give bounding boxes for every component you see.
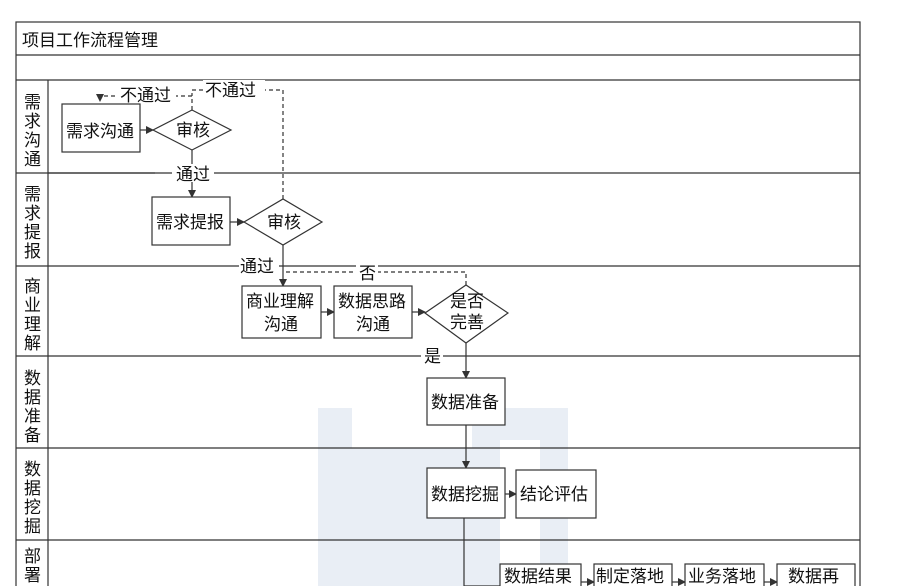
swimlane-frame — [15, 21, 861, 586]
node-business-landing: 业务落地 — [684, 563, 765, 586]
lane-1-char-2: 求 — [24, 112, 41, 132]
node-conclusion-evaluation-label: 结论评估 — [520, 485, 588, 505]
node-review-2-label: 审核 — [267, 213, 301, 233]
node-data-mining: 数据挖掘 — [426, 467, 506, 519]
node-data-mining-label: 数据挖掘 — [431, 485, 499, 505]
lane-5-char-2: 据 — [24, 479, 41, 499]
lane-4-char-2: 据 — [24, 388, 41, 408]
label-not-pass-1: 不通过 — [120, 86, 171, 106]
node-data-approach: 数据思路 沟通 — [333, 285, 413, 339]
lane-2-char-2: 求 — [24, 204, 41, 224]
lane-3-char-1: 商 — [24, 277, 41, 297]
node-requirement-communication-label: 需求沟通 — [66, 122, 134, 142]
node-data-approach-label-1: 数据思路 — [338, 292, 406, 312]
label-yes: 是 — [424, 347, 441, 367]
node-data-again: 数据再 — [776, 563, 856, 586]
node-data-results: 数据结果 — [499, 563, 582, 586]
lane-2-char-4: 报 — [24, 242, 41, 262]
node-requirement-submission-label: 需求提报 — [156, 213, 224, 233]
lane-2-char-1: 需 — [24, 185, 41, 205]
node-is-complete: 是否 完善 — [423, 284, 510, 344]
label-pass-2: 通过 — [240, 257, 274, 277]
node-data-results-label: 数据结果 — [504, 567, 572, 586]
node-business-understanding-label-2: 沟通 — [264, 315, 298, 335]
lane-4-char-3: 准 — [24, 407, 41, 427]
lane-4-char-1: 数 — [24, 369, 41, 389]
process-nodes: 需求沟通 审核 需求提报 审核 商业理解 沟通 数据思路 沟通 是否 完善 — [61, 103, 856, 586]
node-data-preparation: 数据准备 — [426, 377, 506, 426]
lane-6-char-2: 署 — [24, 566, 41, 586]
lane-1-char-4: 通 — [24, 150, 41, 170]
node-requirement-submission: 需求提报 — [151, 196, 231, 246]
lane-3-char-2: 业 — [24, 296, 41, 316]
connector-labels: 不通过 不通过 通过 通过 否 是 — [118, 80, 443, 367]
lane-5-char-3: 挖 — [24, 498, 41, 518]
lane-4-char-4: 备 — [24, 426, 41, 446]
node-data-again-label: 数据再 — [788, 567, 839, 586]
lane-2-char-3: 提 — [24, 223, 41, 243]
node-data-preparation-label: 数据准备 — [431, 393, 499, 413]
lane-3-char-4: 解 — [24, 334, 41, 354]
label-not-pass-2: 不通过 — [205, 81, 256, 101]
node-is-complete-label-2: 完善 — [450, 313, 484, 333]
node-data-approach-label-2: 沟通 — [356, 315, 390, 335]
node-requirement-communication: 需求沟通 — [61, 103, 141, 153]
lane-labels: 需 求 沟 通 需 求 提 报 商 业 理 解 数 据 准 备 数 据 挖 掘 … — [24, 93, 41, 586]
node-is-complete-label-1: 是否 — [450, 292, 484, 312]
node-business-understanding-label-1: 商业理解 — [246, 292, 314, 312]
node-review-1: 审核 — [151, 109, 233, 151]
node-business-understanding: 商业理解 沟通 — [241, 285, 322, 339]
label-pass-1: 通过 — [176, 165, 210, 185]
lane-3-char-3: 理 — [24, 315, 41, 335]
lane-5-char-1: 数 — [24, 460, 41, 480]
node-review-2: 审核 — [242, 198, 324, 246]
node-plan-landing-label: 制定落地 — [596, 567, 664, 586]
lane-1-char-1: 需 — [24, 93, 41, 113]
lane-6-char-1: 部 — [24, 547, 41, 567]
lane-5-char-4: 掘 — [24, 517, 41, 537]
lane-1-char-3: 沟 — [24, 131, 41, 151]
label-no: 否 — [359, 264, 376, 284]
page-title: 项目工作流程管理 — [22, 31, 158, 51]
node-business-landing-label: 业务落地 — [688, 567, 756, 586]
node-review-1-label: 审核 — [176, 121, 210, 141]
node-conclusion-evaluation: 结论评估 — [515, 469, 597, 519]
node-plan-landing: 制定落地 — [593, 563, 673, 586]
